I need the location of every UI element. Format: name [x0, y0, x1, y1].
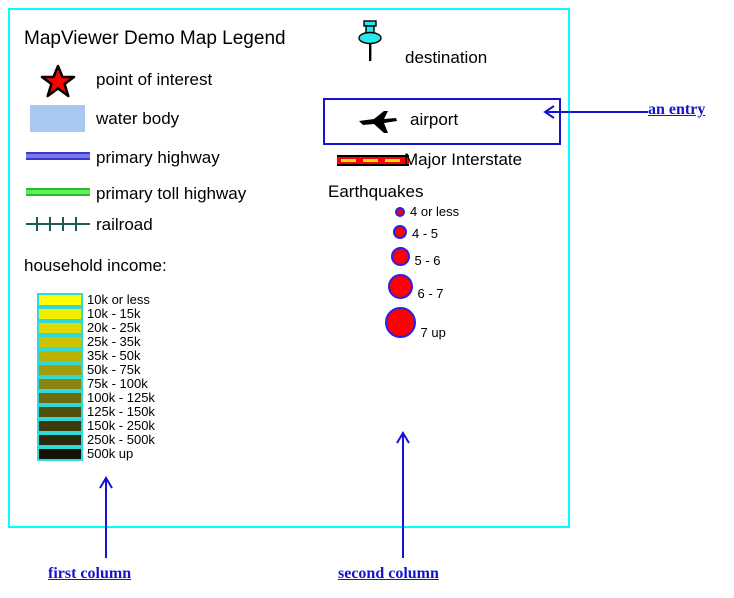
blue-rectangle-swatch [30, 105, 85, 132]
income-class-label: 20k - 25k [87, 320, 141, 335]
income-class-label: 125k - 150k [87, 404, 155, 419]
legend-item-label-airport: airport [410, 110, 459, 129]
red-yellow-interstate-line-symbol [337, 155, 409, 166]
annotation-second-column: second column [338, 565, 439, 582]
legend-frame: MapViewer Demo Map Legend point of inter… [8, 8, 570, 528]
earthquakes-heading: Earthquakes [328, 182, 424, 201]
airplane-icon [359, 111, 397, 133]
earthquake-magnitude-circle [384, 307, 416, 338]
legend-item-label-water-body: water body [96, 109, 180, 128]
legend-title: MapViewer Demo Map Legend [24, 28, 286, 49]
purple-line-symbol [26, 152, 90, 160]
income-class-label: 250k - 500k [87, 432, 155, 447]
legend-item-label-major-interstate: Major Interstate [404, 150, 523, 169]
earthquake-magnitude-label: 6 - 7 [417, 286, 444, 301]
income-color-swatch [37, 391, 83, 405]
income-color-swatch [37, 321, 83, 335]
earthquake-magnitude-label: 5 - 6 [414, 253, 441, 268]
earthquake-magnitude-circle [395, 207, 405, 217]
second-column-arrow [396, 431, 410, 558]
income-color-swatch [37, 349, 83, 363]
earthquake-magnitude-label: 4 - 5 [412, 226, 439, 241]
income-color-swatch [37, 335, 83, 349]
income-class-label: 100k - 125k [87, 390, 155, 405]
income-color-swatch [37, 419, 83, 433]
income-class-label: 50k - 75k [87, 362, 141, 377]
income-color-swatch [37, 433, 83, 447]
income-class-label: 10k - 15k [87, 306, 141, 321]
first-column-arrow [99, 476, 113, 558]
legend-item-label-point-of-interest: point of interest [96, 70, 213, 89]
green-line-symbol [26, 188, 90, 196]
income-class-label: 500k up [87, 446, 134, 461]
income-class-label: 75k - 100k [87, 376, 148, 391]
income-color-swatch [37, 363, 83, 377]
legend-item-label-railroad: railroad [96, 215, 153, 234]
earthquake-magnitude-circle [387, 274, 413, 299]
income-class-label: 25k - 35k [87, 334, 141, 349]
railroad-hatch-line-symbol [26, 217, 90, 231]
household-income-heading: household income: [24, 256, 167, 275]
annotation-first-column: first column [48, 565, 132, 582]
income-color-swatch [37, 405, 83, 419]
income-color-swatch [37, 307, 83, 321]
earthquake-magnitude-label: 4 or less [410, 204, 460, 219]
legend-item-label-primary-highway: primary highway [96, 148, 220, 167]
income-class-label: 150k - 250k [87, 418, 155, 433]
an-entry-arrow [543, 105, 648, 119]
cyan-pushpin-icon [358, 20, 382, 61]
earthquake-magnitude-circle [393, 225, 407, 239]
income-color-swatch [37, 377, 83, 391]
income-class-label: 10k or less [87, 292, 150, 307]
legend-item-label-destination: destination [405, 48, 488, 67]
annotation-an-entry: an entry [648, 101, 706, 118]
income-class-label: 35k - 50k [87, 348, 141, 363]
legend-item-label-primary-toll-highway: primary toll highway [96, 184, 247, 203]
earthquake-magnitude-label: 7 up [420, 325, 446, 340]
earthquake-magnitude-circle [390, 247, 410, 266]
red-star-icon [40, 64, 76, 98]
income-color-swatch [37, 293, 83, 307]
income-color-swatch [37, 447, 83, 461]
